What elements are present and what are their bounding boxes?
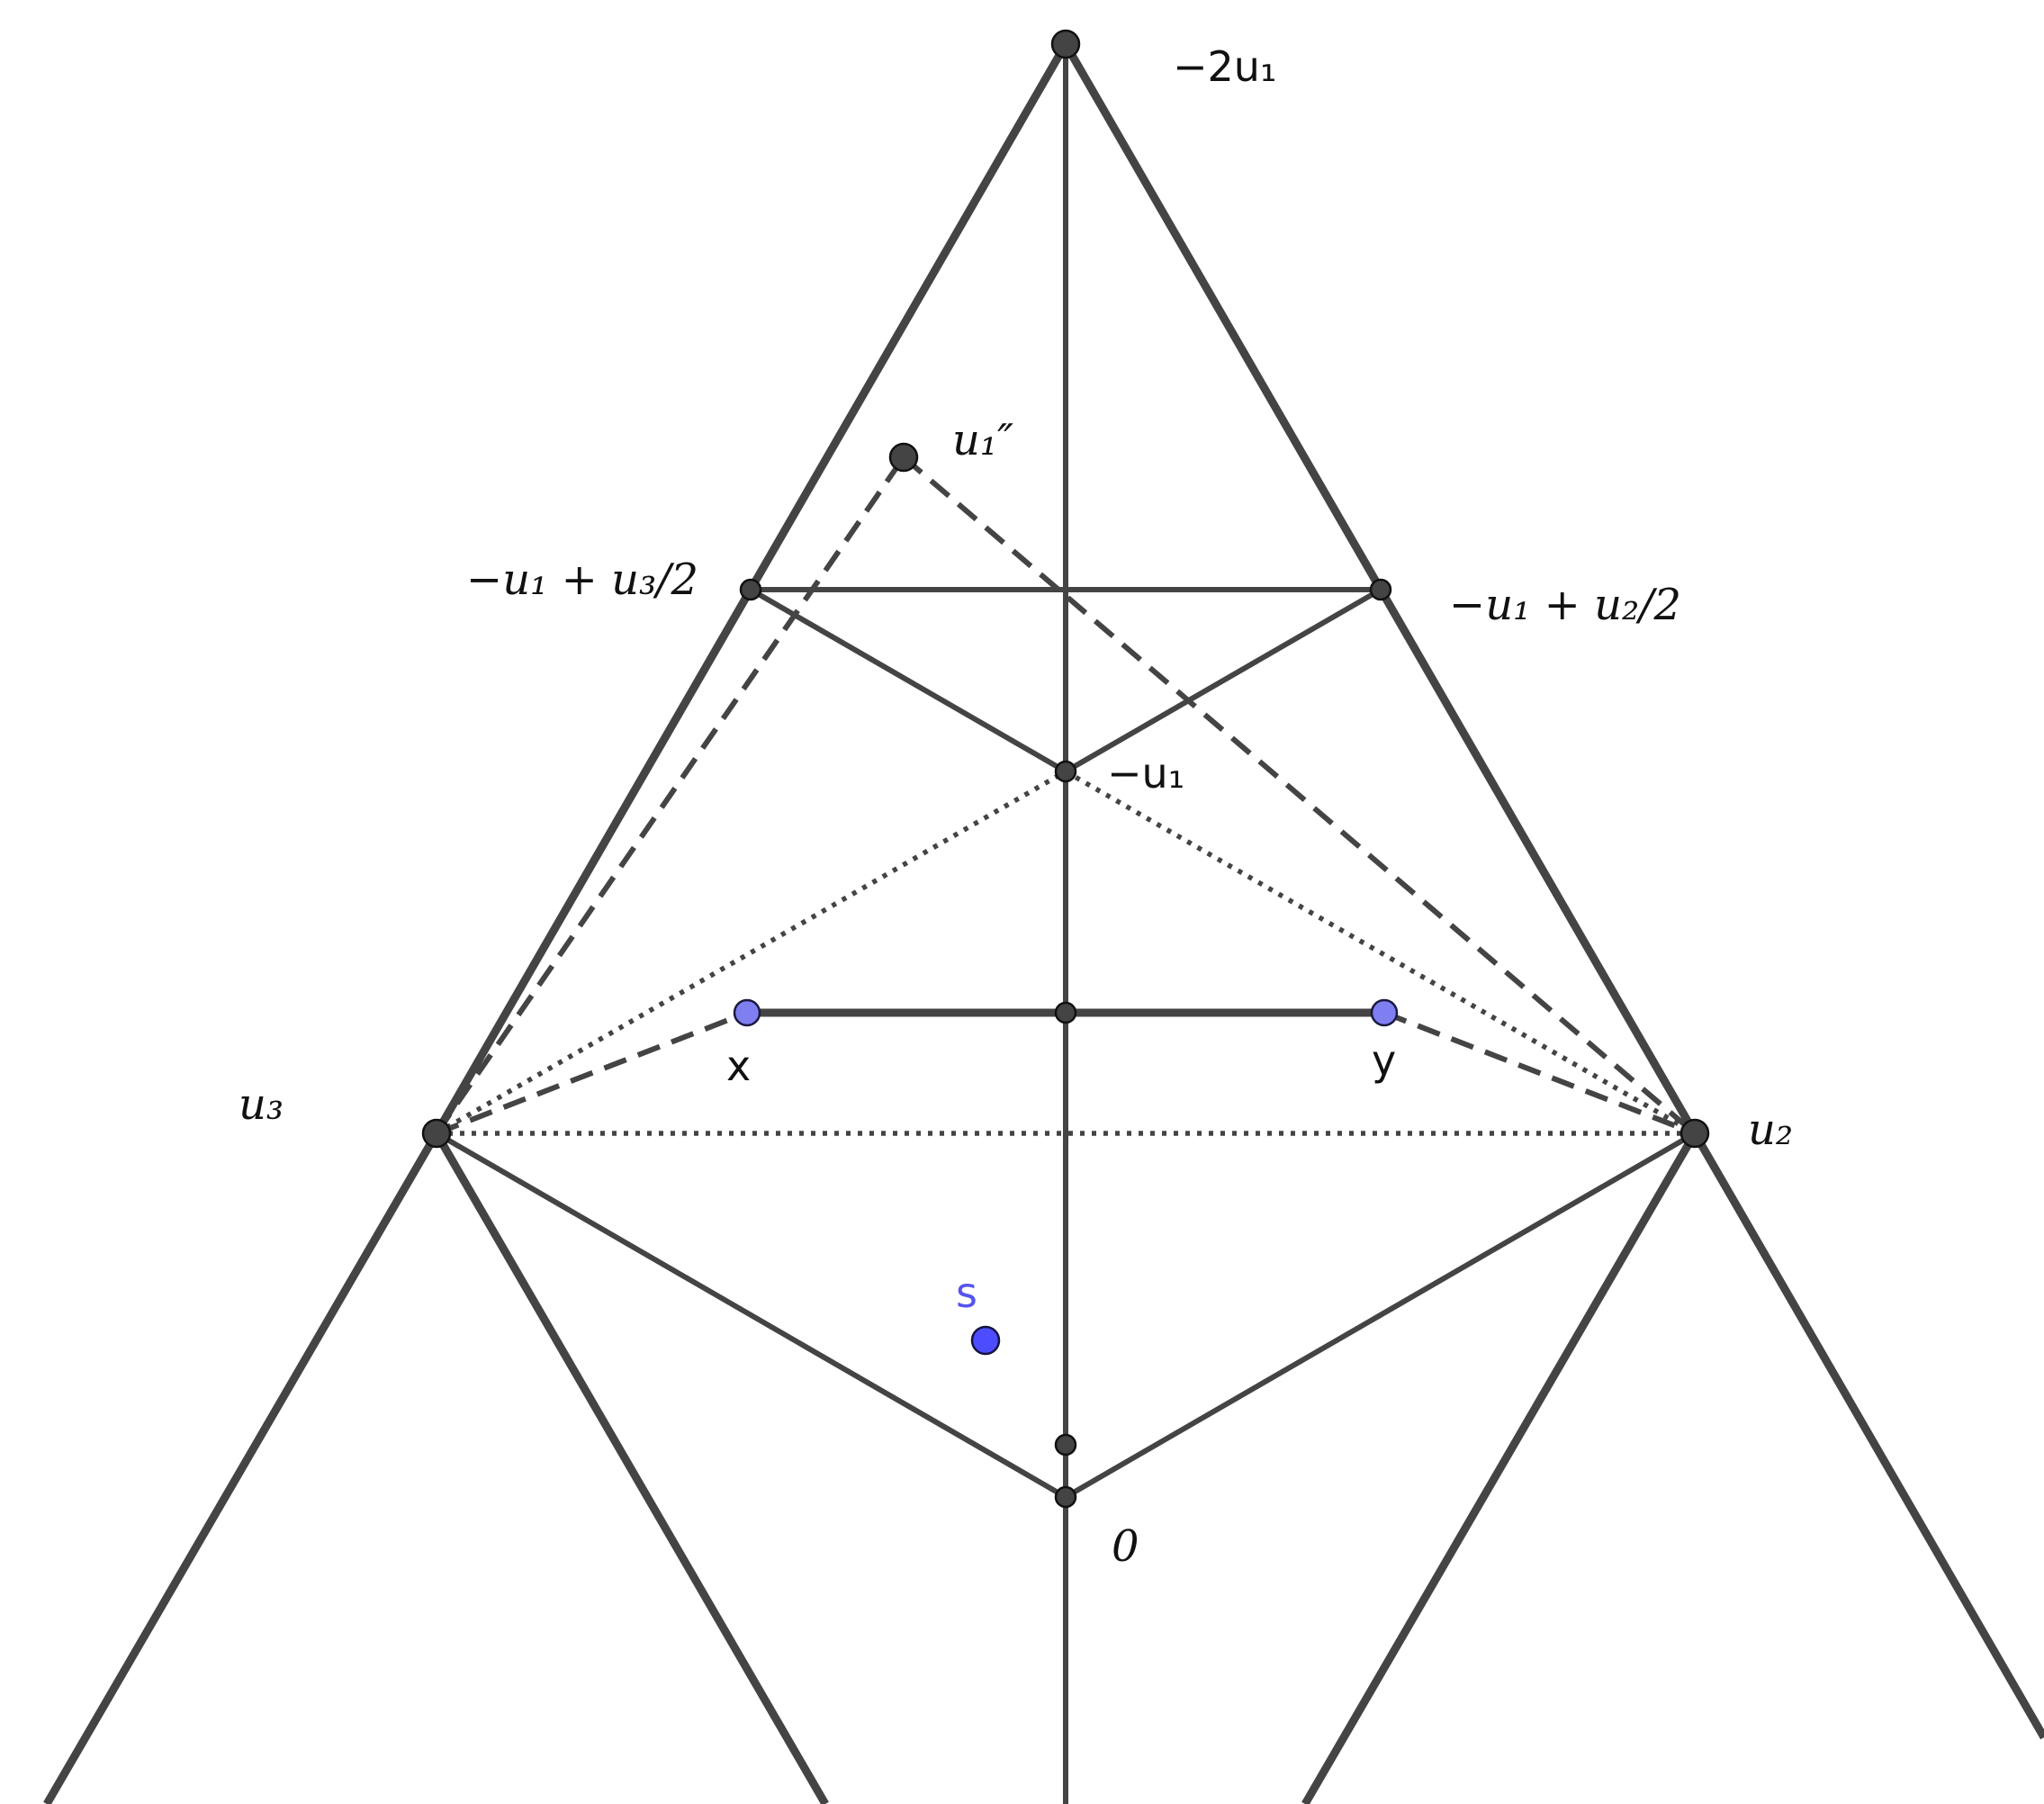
edge-right-lower-outer	[1691, 1131, 2044, 1740]
label-u3: u₃	[239, 1079, 284, 1130]
line-u3-to-origin	[435, 1131, 1067, 1500]
point-x[interactable]	[733, 998, 761, 1027]
dashed-y-to-u2	[1382, 1010, 1697, 1136]
point-midpoint-x-y[interactable]	[1054, 1001, 1077, 1024]
label-s: s	[956, 1268, 977, 1317]
label-top-vertex: −2u₁	[1173, 42, 1276, 91]
point-u2[interactable]	[1679, 1118, 1710, 1149]
dashed-u3-to-x	[435, 1010, 749, 1136]
point-origin[interactable]	[1054, 1485, 1077, 1509]
label-y: y	[1372, 1036, 1396, 1085]
edge-right-lower-inner	[1301, 1131, 1698, 1804]
dotted-u3-to-center	[435, 769, 1067, 1136]
point-u3[interactable]	[421, 1118, 452, 1149]
edge-left-lower-inner	[433, 1131, 829, 1804]
point-y[interactable]	[1370, 998, 1399, 1027]
point-upper-left[interactable]	[739, 578, 762, 601]
line-u2-to-origin	[1064, 1131, 1697, 1500]
dotted-center-to-u2	[1064, 769, 1697, 1136]
label-x: x	[726, 1042, 751, 1090]
edge-left-lower-outer	[43, 1131, 440, 1804]
point-u1-double-prime[interactable]	[888, 442, 919, 473]
line-upper-right-to-center	[1064, 587, 1382, 774]
dashed-u3-to-u1pp	[434, 456, 906, 1135]
label-origin: 0	[1112, 1521, 1139, 1572]
label-upper-right: −u₁ + u₂/2	[1449, 580, 1681, 630]
line-upper-left-to-center	[749, 587, 1067, 774]
point-top-vertex[interactable]	[1050, 29, 1081, 59]
point-s[interactable]	[970, 1325, 1001, 1356]
label-upper-left: −u₁ + u₃/2	[466, 555, 698, 605]
dashed-u1pp-to-u2	[902, 455, 1697, 1136]
label-u1-double-prime: u₁″	[952, 415, 1013, 465]
point-upper-right[interactable]	[1369, 578, 1392, 601]
point-above-origin[interactable]	[1054, 1433, 1077, 1457]
label-u2: u₂	[1748, 1105, 1793, 1155]
label-center: −u₁	[1107, 749, 1184, 798]
point-center[interactable]	[1054, 760, 1077, 783]
